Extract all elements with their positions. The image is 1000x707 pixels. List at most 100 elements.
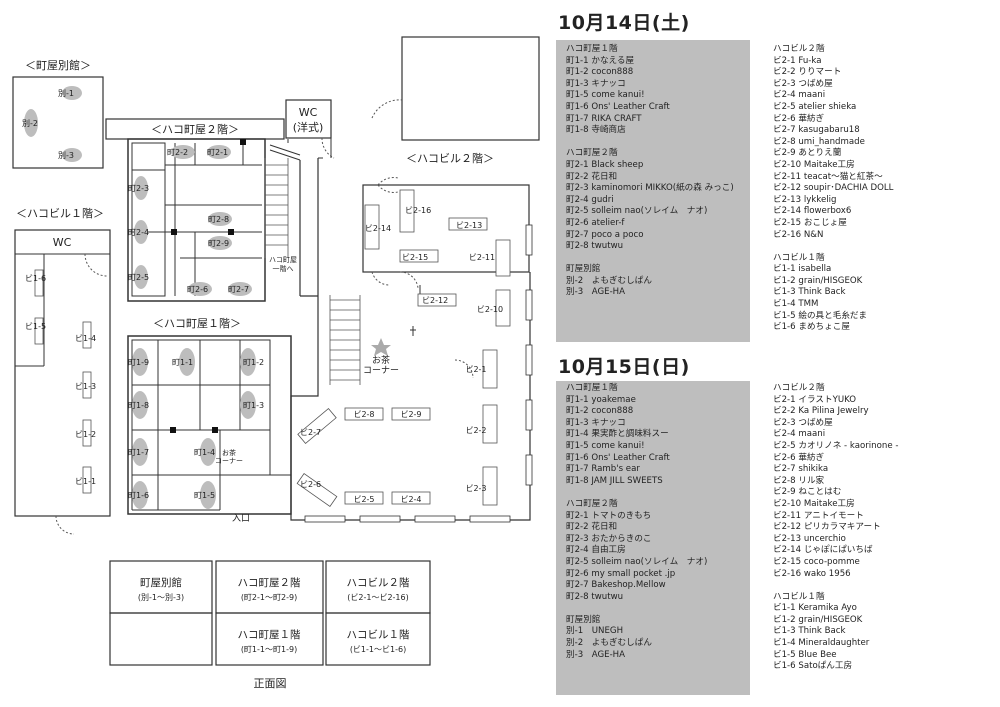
booth-label: ビ2-1 (465, 365, 486, 374)
vendor-group: 町屋別館別-2 よもぎむしぱん別-3 AGE-HA (566, 264, 734, 299)
booth-label: ビ1-5 (25, 322, 46, 331)
vendor-group-header: ハコビル２階 (773, 44, 825, 54)
booth-marker (132, 391, 148, 419)
vendor-entry: ビ2-8 umi_handmade (773, 136, 865, 147)
booth-table (482, 404, 498, 444)
day1-title: 10月14日(土) (558, 12, 690, 34)
booth-label: ビ1-6 (25, 274, 46, 283)
vendor-group-header: ハコ町屋２階 (566, 148, 618, 159)
vendor-entry: 町2-4 gudri (566, 194, 614, 205)
wc-label: WC (53, 236, 72, 249)
vendor-entry: 町1-8 寺崎商店 (566, 125, 626, 136)
booth-label: ビ2-6 (300, 480, 321, 489)
upper-building (401, 36, 540, 141)
stair-note: ハコ町屋一階へ (269, 256, 297, 273)
vendor-entry: ビ1-3 Think Back (773, 626, 846, 637)
vendor-entry: 町1-6 Ons' Leather Craft (566, 101, 670, 112)
legend-range: (町2-1～町2-9) (241, 593, 297, 602)
vendor-entry: 町2-5 solleim nao(ソレイム ナオ) (566, 556, 708, 567)
vendor-entry: 別-3 AGE-HA (566, 649, 626, 660)
vendor-entry: ビ1-4 TMM (773, 299, 819, 310)
booth-label: 町1-4 (194, 448, 215, 457)
vendor-entry: ビ2-5 カオリノネ - kaorinone - (773, 440, 899, 451)
ocha-corner-label: お茶コーナー (363, 354, 399, 376)
booth-table (391, 407, 431, 421)
vendor-entry: 町2-1 トマトのきもち (566, 510, 652, 521)
vendor-entry: ビ1-4 Mineraldaughter (773, 638, 870, 649)
booth-label: ビ1-3 (75, 382, 96, 391)
vendor-entry: 町1-1 yoakemae (566, 394, 636, 405)
booth-label: ビ2-5 (353, 495, 374, 504)
vendor-entry: 町2-6 atelier-f (566, 217, 625, 228)
vendor-entry: ビ2-10 Maitake工房 (773, 159, 855, 170)
vendor-entry: 町1-3 キナッコ (566, 78, 626, 89)
booth-table (82, 419, 92, 447)
vendor-entry: 町2-5 solleim nao(ソレイム ナオ) (566, 206, 708, 217)
legend-range: (ビ1-1～ビ1-6) (350, 645, 406, 654)
booth-table (399, 189, 415, 233)
vendor-entry: ビ2-1 Fu-ka (773, 55, 822, 66)
booth-marker (207, 145, 231, 159)
day2-title: 10月15日(日) (558, 356, 690, 378)
vendor-entry: ビ2-14 flowerbox6 (773, 206, 852, 217)
booth-table (495, 239, 511, 277)
vendor-entry: 別-1 UNEGH (566, 626, 624, 637)
vendor-entry: ビ1-5 Blue Bee (773, 649, 837, 660)
booth-marker (179, 348, 195, 376)
booth-label: ビ2-14 (365, 224, 391, 233)
booth-label: ビ2-11 (469, 253, 495, 262)
booth-marker (62, 148, 82, 162)
vendor-entry: ビ2-11 アニトイモート (773, 510, 864, 521)
vendor-entry: ビ1-2 grain/HISGEOK (773, 614, 863, 625)
vendor-entry: ビ2-6 華紡ぎ (773, 452, 825, 463)
booth-label: 町2-5 (128, 273, 149, 282)
front-view-legend: 町屋別館(別-1～別-3)ハコ町屋２階(町2-1～町2-9)ハコビル２階(ビ2-… (109, 560, 431, 690)
vendor-entry: ビ2-12 ピリカラマキアート (773, 522, 881, 533)
vendor-group-header: ハコ町屋２階 (566, 498, 618, 509)
wc-western-label: WC(洋式) (293, 106, 324, 134)
booth-table (297, 407, 337, 445)
vendor-entry: 町2-7 poco a poco (566, 229, 644, 240)
vendor-entry: ビ1-6 Satoぱん工房 (773, 661, 853, 672)
booth-marker (208, 212, 232, 226)
booth-table (296, 473, 338, 507)
vendor-entry: ビ2-13 uncerchio (773, 533, 846, 544)
ocha-corner-small: お茶コーナー (215, 448, 243, 465)
booth-marker (240, 348, 256, 376)
booth-marker (132, 481, 148, 509)
booth-marker (134, 176, 148, 200)
vendor-entry: 別-3 AGE-HA (566, 287, 626, 298)
vendor-entry: ビ2-9 あとりえ蘭 (773, 148, 842, 159)
booth-marker (132, 438, 148, 466)
booth-label: ビ1-1 (75, 477, 96, 486)
booth-label: 町2-4 (128, 228, 149, 237)
legend-title: ハコ町屋１階 (238, 629, 301, 641)
booth-label: ビ1-2 (75, 430, 96, 439)
vendor-entry: 町2-4 自由工房 (566, 545, 626, 556)
area-label-hakobiru-1f: ＜ハコビル１階＞ (16, 206, 104, 220)
vendor-entry: 町2-2 花日和 (566, 171, 618, 182)
vendor-entry: 町1-2 cocon888 (566, 406, 634, 417)
booth-label: 町2-1 (207, 148, 228, 157)
booth-label: 町1-7 (128, 448, 149, 457)
area-label-machiya-bekkan: ＜町屋別館＞ (25, 58, 91, 72)
booth-label: ビ2-15 (402, 253, 428, 262)
booth-marker (171, 145, 195, 159)
booth-label: 町1-5 (194, 491, 215, 500)
vendor-entry: 町2-8 twutwu (566, 241, 624, 252)
booth-label: ビ2-3 (465, 484, 486, 493)
booth-label: ビ1-4 (75, 334, 96, 343)
vendor-entry: ビ2-9 ねことはむ (773, 487, 842, 498)
vendor-entry: 町1-2 cocon888 (566, 67, 634, 78)
booth-label: 町1-8 (128, 401, 149, 410)
booth-label: 町2-8 (208, 215, 229, 224)
booth-table (34, 269, 44, 297)
vendor-entry: ビ2-10 Maitake工房 (773, 498, 855, 509)
entrance-label: 入口 (232, 513, 250, 524)
booth-label: 別-3 (58, 151, 74, 160)
